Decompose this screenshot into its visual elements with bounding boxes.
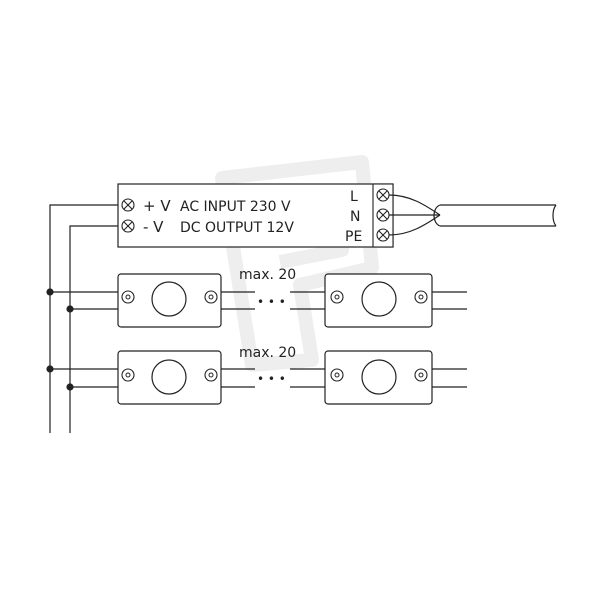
- led-module: [324, 350, 433, 405]
- terminal-N-label: N: [350, 209, 360, 225]
- screw-terminal-plus: [121, 198, 135, 212]
- junction-dots: [46, 288, 74, 391]
- dc-output-label: DC OUTPUT 12V: [180, 220, 294, 236]
- ellipsis-row-2: • • •: [257, 372, 286, 386]
- max-label-row-2: max. 20: [239, 345, 296, 361]
- ac-input-label: AC INPUT 230 V: [180, 199, 291, 215]
- screw-terminal-PE: [376, 228, 390, 242]
- led-lens-icon: [361, 281, 397, 317]
- led-lens-icon: [361, 359, 397, 395]
- plus-v-label: + V: [143, 197, 171, 215]
- led-module: [117, 273, 222, 328]
- screw-terminal-minus: [121, 219, 135, 233]
- bus-wires: [49, 204, 118, 433]
- led-module: [324, 273, 433, 328]
- ellipsis-row-1: • • •: [257, 295, 286, 309]
- minus-v-label: - V: [143, 218, 164, 236]
- terminal-PE-label: PE: [345, 229, 362, 245]
- max-label-row-1: max. 20: [239, 267, 296, 283]
- led-lens-icon: [151, 359, 187, 395]
- screw-terminal-N: [376, 208, 390, 222]
- terminal-L-label: L: [350, 189, 358, 205]
- led-row-2: max. 20 • • •: [117, 345, 467, 405]
- screw-terminal-L: [376, 188, 390, 202]
- led-row-1: max. 20 • • •: [117, 267, 467, 328]
- led-lens-icon: [151, 281, 187, 317]
- mains-cable: [388, 194, 557, 236]
- led-driver: + V - V AC INPUT 230 V DC OUTPUT 12V L N…: [117, 183, 394, 248]
- led-module: [117, 350, 222, 405]
